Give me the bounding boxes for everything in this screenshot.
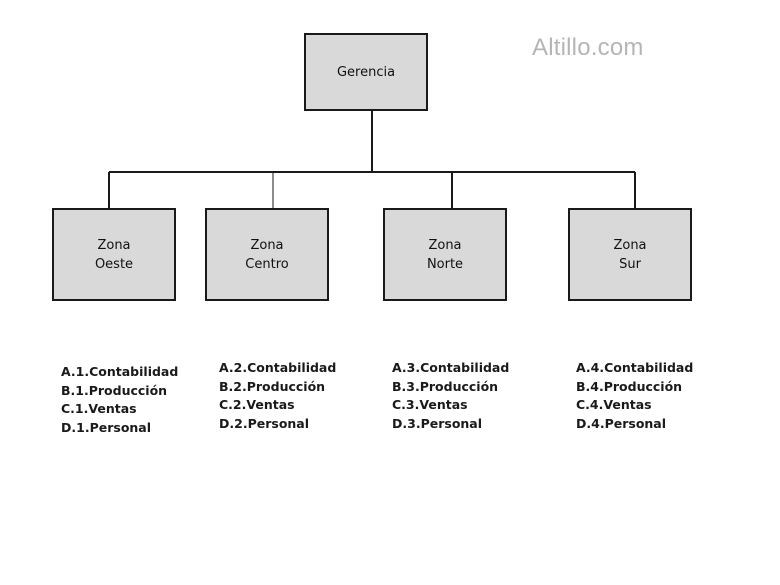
node-zona-name: Oeste	[94, 256, 134, 272]
list-item: C.3.Ventas	[392, 397, 468, 412]
list-item: A.2.Contabilidad	[219, 360, 337, 375]
list-item: D.3.Personal	[392, 415, 483, 431]
node-gerencia: Gerencia	[304, 33, 428, 111]
list-item: B.2.Producción	[219, 378, 326, 394]
node-zona-sur: Zona Sur	[568, 208, 692, 301]
node-zona-norte: Zona Norte	[383, 208, 507, 301]
node-zona-label: Zona	[428, 237, 462, 253]
list-item: D.2.Personal	[219, 415, 310, 431]
list-item: C.4.Ventas	[576, 397, 652, 412]
node-gerencia-label: Gerencia	[336, 64, 396, 80]
list-item: B.3.Producción	[392, 378, 499, 394]
list-item: A.3.Contabilidad	[392, 360, 510, 375]
node-zona-name: Sur	[619, 256, 641, 272]
list-item: B.4.Producción	[576, 378, 683, 394]
department-list-sur: A.4.Contabilidad B.4.Producción C.4.Vent…	[576, 359, 693, 433]
department-list-oeste: A.1.Contabilidad B.1.Producción C.1.Vent…	[61, 363, 178, 437]
list-item: C.1.Ventas	[61, 401, 137, 416]
node-zona-label: Zona	[250, 237, 284, 253]
list-item: B.1.Producción	[61, 382, 168, 398]
node-zona-label: Zona	[613, 237, 647, 253]
department-list-centro: A.2.Contabilidad B.2.Producción C.2.Vent…	[219, 359, 336, 433]
node-zona-label: Zona	[97, 237, 131, 253]
list-item: D.1.Personal	[61, 419, 152, 435]
list-item: D.4.Personal	[576, 415, 667, 431]
node-zona-name: Norte	[426, 256, 464, 272]
list-item: C.2.Ventas	[219, 397, 295, 412]
watermark-logo: Altillo.com	[532, 34, 644, 61]
list-item: A.4.Contabilidad	[576, 360, 694, 375]
node-zona-centro: Zona Centro	[205, 208, 329, 301]
list-item: A.1.Contabilidad	[61, 364, 179, 379]
department-list-norte: A.3.Contabilidad B.3.Producción C.3.Vent…	[392, 359, 509, 433]
node-zona-oeste: Zona Oeste	[52, 208, 176, 301]
node-zona-name: Centro	[245, 256, 289, 272]
